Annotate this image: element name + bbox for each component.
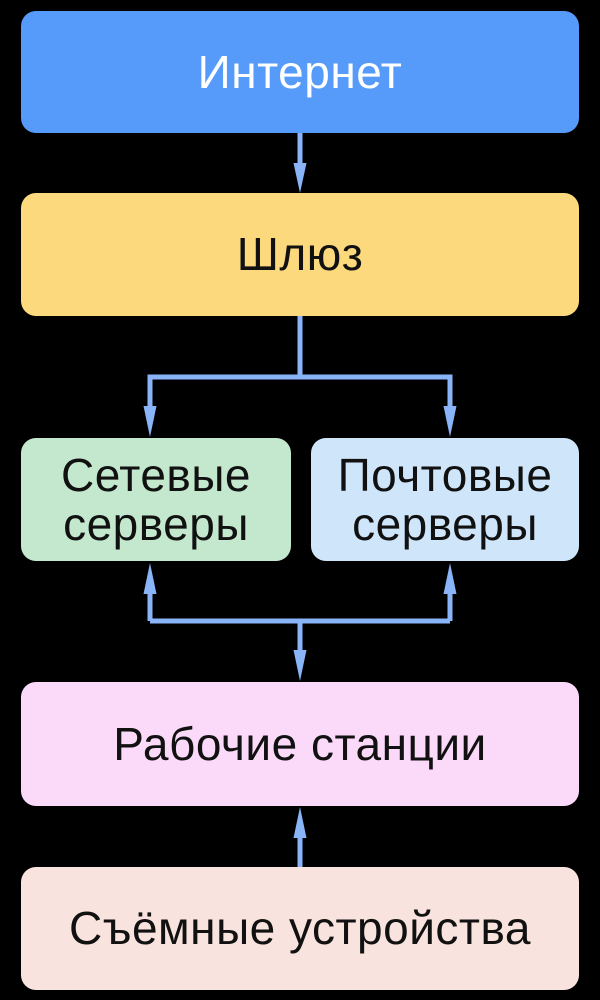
node-mail-servers-label: Почтовые серверы bbox=[337, 449, 553, 550]
arrowhead-down-mail-servers bbox=[443, 406, 457, 437]
node-workstations: Рабочие станции bbox=[21, 682, 579, 806]
node-network-servers: Сетевые серверы bbox=[21, 438, 291, 561]
node-gateway-label: Шлюз bbox=[236, 228, 364, 281]
arrowhead-down-workstations bbox=[293, 650, 307, 681]
edge-servers-workstations-bus bbox=[147, 591, 453, 653]
arrowhead-down-network-servers bbox=[143, 406, 157, 437]
node-removable-devices: Съёмные устройства bbox=[21, 867, 579, 990]
node-network-servers-label: Сетевые серверы bbox=[61, 449, 251, 550]
arrowhead-down-gateway bbox=[293, 163, 307, 193]
arrowhead-up-workstations bbox=[293, 807, 307, 838]
arrowhead-up-mail-servers bbox=[443, 563, 457, 594]
node-removable-devices-label: Съёмные устройства bbox=[69, 902, 531, 955]
arrowhead-up-network-servers bbox=[143, 563, 157, 594]
node-internet: Интернет bbox=[21, 11, 579, 133]
node-mail-servers: Почтовые серверы bbox=[311, 438, 579, 561]
edge-gateway-servers-bus bbox=[147, 316, 453, 409]
node-internet-label: Интернет bbox=[197, 45, 403, 98]
node-workstations-label: Рабочие станции bbox=[113, 717, 487, 770]
node-gateway: Шлюз bbox=[21, 193, 579, 316]
